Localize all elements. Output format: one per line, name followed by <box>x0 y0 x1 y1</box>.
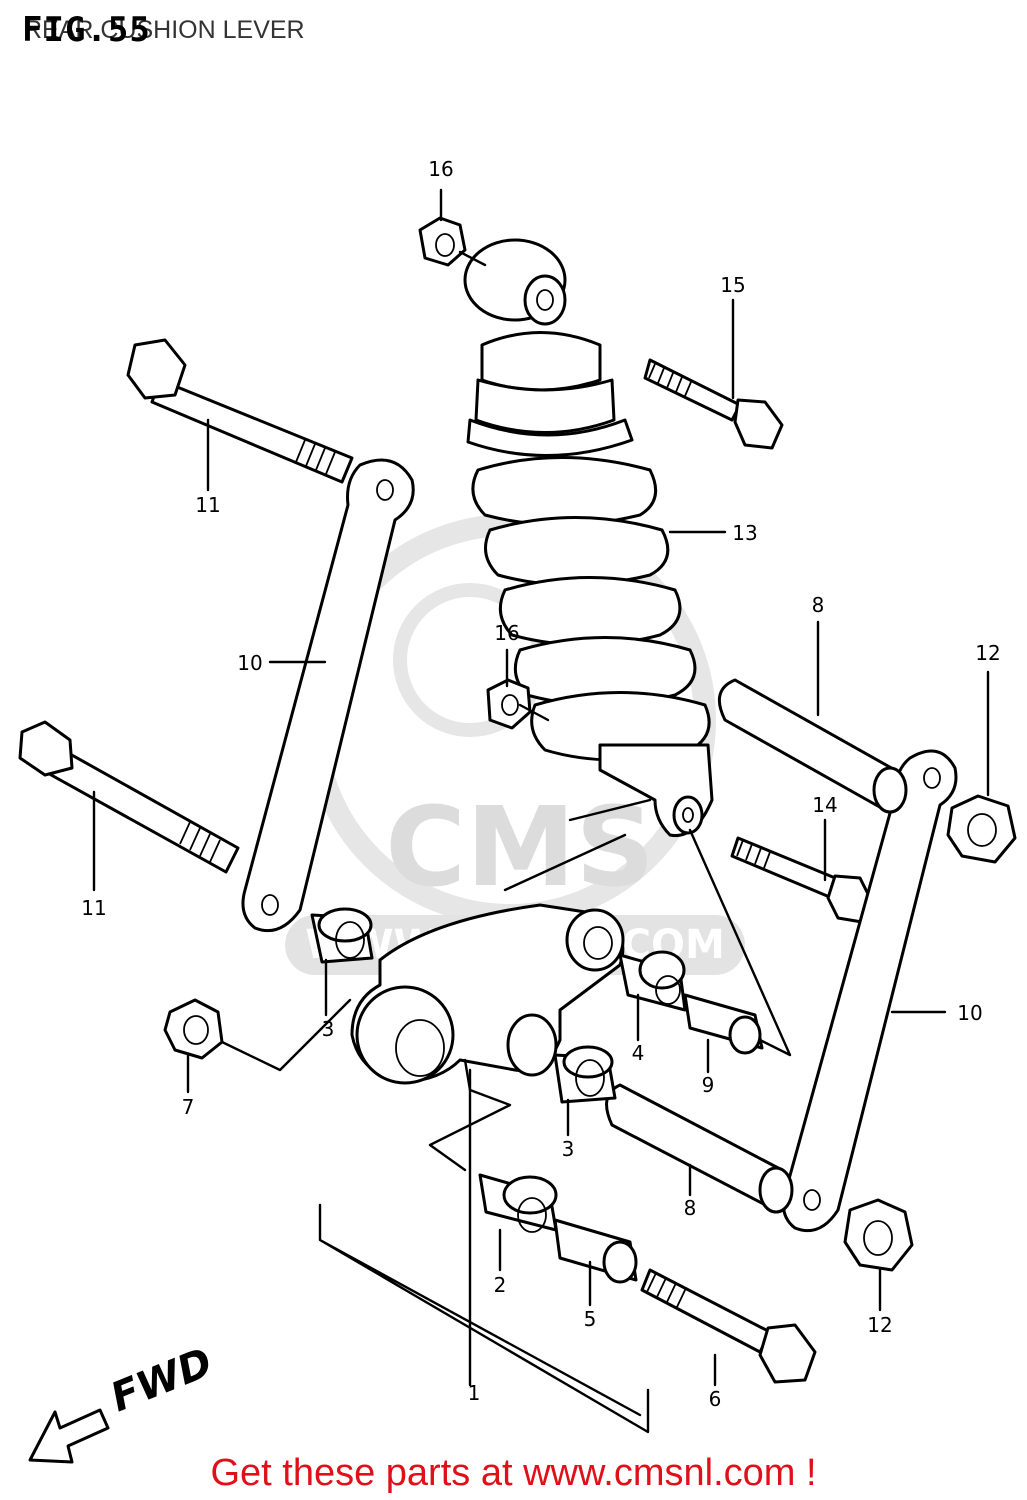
part-4-bearing[interactable] <box>618 950 687 1012</box>
part-3-bearing-upper[interactable] <box>310 907 374 964</box>
callout-13: 13 <box>732 521 757 545</box>
forward-arrow-icon <box>28 1408 110 1464</box>
callout-1: 1 <box>468 1381 481 1405</box>
callout-15: 15 <box>720 273 745 297</box>
callout-numbers: 16 15 11 10 13 8 12 16 11 14 3 7 4 9 3 1… <box>81 157 1000 1411</box>
part-13-rear-shock-absorber[interactable] <box>463 238 714 838</box>
watermark-brand: CMS <box>385 783 654 911</box>
part-15-bolt[interactable] <box>643 358 784 450</box>
part-9-collar[interactable] <box>683 993 764 1055</box>
callout-3: 3 <box>322 1017 335 1041</box>
part-8-collar-upper[interactable] <box>717 678 908 814</box>
part-11-bolt-upper[interactable] <box>126 338 354 484</box>
callout-5: 5 <box>584 1307 597 1331</box>
figure-title: REAR CUSHION LEVER <box>24 16 305 44</box>
callout-12: 12 <box>867 1313 892 1337</box>
callout-7: 7 <box>182 1095 195 1119</box>
part-12-nut-upper[interactable] <box>946 794 1017 864</box>
callout-16: 16 <box>428 157 453 181</box>
callout-14: 14 <box>812 793 837 817</box>
callout-2: 2 <box>494 1273 507 1297</box>
callout-9: 9 <box>702 1073 715 1097</box>
part-2-bearing[interactable] <box>478 1173 558 1233</box>
part-6-bolt[interactable] <box>640 1268 817 1384</box>
part-3-bearing-lower[interactable] <box>553 1045 617 1104</box>
callout-8: 8 <box>684 1196 697 1220</box>
part-5-collar[interactable] <box>553 1218 638 1284</box>
callout-8: 8 <box>812 593 825 617</box>
callout-11: 11 <box>195 493 220 517</box>
callout-11: 11 <box>81 896 106 920</box>
part-16-nut-lower[interactable] <box>486 678 532 730</box>
callout-10: 10 <box>237 651 262 675</box>
part-14-bolt[interactable] <box>730 836 874 924</box>
part-12-nut-lower[interactable] <box>843 1198 914 1272</box>
part-7-nut[interactable] <box>163 998 224 1060</box>
part-10-link-rod-right[interactable] <box>782 749 958 1233</box>
forward-direction-indicator: FWD <box>28 1339 219 1464</box>
get-parts-link[interactable]: Get these parts at www.cmsnl.com ! <box>210 1452 817 1494</box>
part-16-nut-upper[interactable] <box>418 216 467 267</box>
callout-6: 6 <box>709 1387 722 1411</box>
assembly-lines <box>220 250 792 1434</box>
leader-lines <box>92 188 990 1387</box>
part-8-collar-lower[interactable] <box>605 1083 794 1214</box>
callout-16: 16 <box>494 621 519 645</box>
part-10-link-rod-left[interactable] <box>241 458 415 933</box>
part-11-bolt-lower[interactable] <box>18 720 240 874</box>
callout-4: 4 <box>632 1041 645 1065</box>
figure-number: FIG.55 <box>22 10 151 50</box>
callout-12: 12 <box>975 641 1000 665</box>
part-1-cushion-lever[interactable] <box>350 903 625 1085</box>
callout-10: 10 <box>957 1001 982 1025</box>
shock-spring <box>471 456 711 762</box>
fwd-label: FWD <box>105 1339 219 1421</box>
callout-3: 3 <box>562 1137 575 1161</box>
